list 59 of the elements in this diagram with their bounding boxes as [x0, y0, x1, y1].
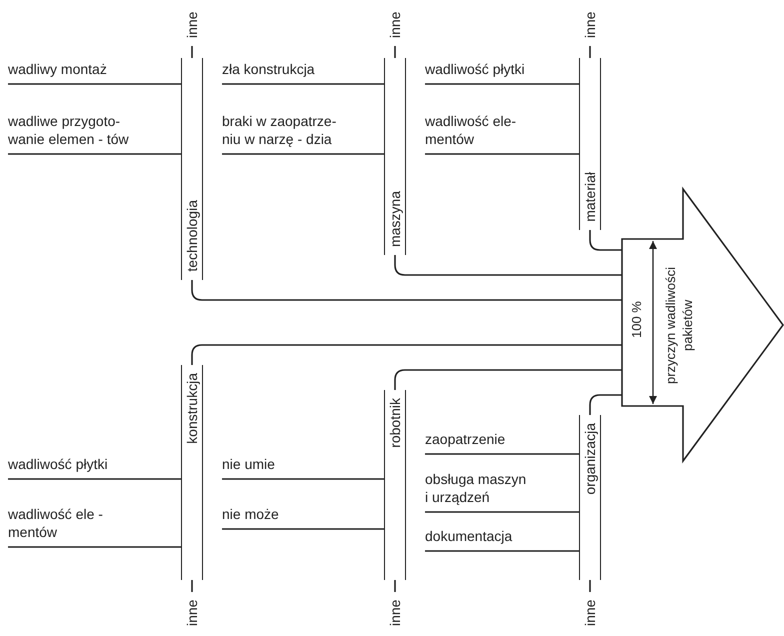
channel — [191, 344, 622, 365]
branch-label: inne — [181, 592, 203, 634]
channel-walls — [384, 390, 406, 580]
channel — [222, 478, 384, 480]
channel — [589, 230, 622, 251]
cause-label: nie umie — [222, 455, 372, 481]
category-label: maszyna — [386, 190, 404, 247]
cause-label: zła konstrukcja — [222, 60, 372, 86]
branch-label: inne — [579, 592, 601, 634]
channel — [222, 528, 384, 530]
result-arrow — [622, 185, 784, 465]
channel — [425, 550, 579, 552]
cause-label: braki w zaopatrze- niu w narzę - dzia — [222, 112, 352, 156]
cause-label: wadliwość ele- mentów — [425, 112, 540, 156]
channel-walls — [384, 58, 406, 255]
channel-walls — [181, 58, 203, 280]
cause-label: obsługa maszyn i urządzeń — [425, 470, 531, 514]
channel — [589, 394, 622, 415]
cause-label: nie może — [222, 505, 372, 531]
channel — [425, 83, 579, 85]
channel — [394, 46, 396, 58]
channel — [425, 453, 579, 455]
category-label: konstrukcja — [183, 373, 201, 444]
branch-label: inne — [579, 4, 601, 46]
category-label: robotnik — [386, 398, 404, 448]
channel-walls — [579, 415, 601, 580]
channel — [8, 478, 181, 480]
percentage-label: 100 % — [628, 300, 645, 340]
channel — [222, 153, 384, 155]
cause-label: wadliwość płytki — [8, 455, 176, 481]
channel-walls — [579, 58, 601, 230]
channel — [425, 153, 579, 155]
cause-label: wadliwość płytki — [425, 60, 575, 86]
branch-label: inne — [181, 4, 203, 46]
channel — [222, 83, 384, 85]
channel — [8, 546, 181, 548]
channel — [8, 153, 181, 155]
cause-label: wadliwe przygoto- wanie elemen - tów — [8, 112, 148, 156]
channel — [425, 511, 579, 513]
cause-label: wadliwość ele - mentów — [8, 505, 123, 549]
channel — [8, 83, 181, 85]
category-label: organizacja — [581, 423, 599, 495]
cause-label: wadliwy montaż — [8, 60, 176, 86]
channel — [191, 580, 193, 592]
channel — [394, 580, 396, 592]
channel — [589, 46, 591, 58]
cause-label: zaopatrzenie — [425, 430, 575, 456]
branch-label: inne — [384, 4, 406, 46]
cause-label: dokumentacja — [425, 527, 575, 553]
channel — [394, 369, 622, 390]
category-label: materiał — [581, 172, 599, 222]
category-label: technologia — [183, 200, 201, 272]
channel — [191, 280, 622, 301]
channel — [191, 46, 193, 58]
channel — [589, 580, 591, 592]
branch-label: inne — [384, 592, 406, 634]
channel-walls — [181, 365, 203, 580]
channel — [394, 255, 622, 276]
result-label: przyczyn wadliwości pakietów — [662, 265, 696, 386]
